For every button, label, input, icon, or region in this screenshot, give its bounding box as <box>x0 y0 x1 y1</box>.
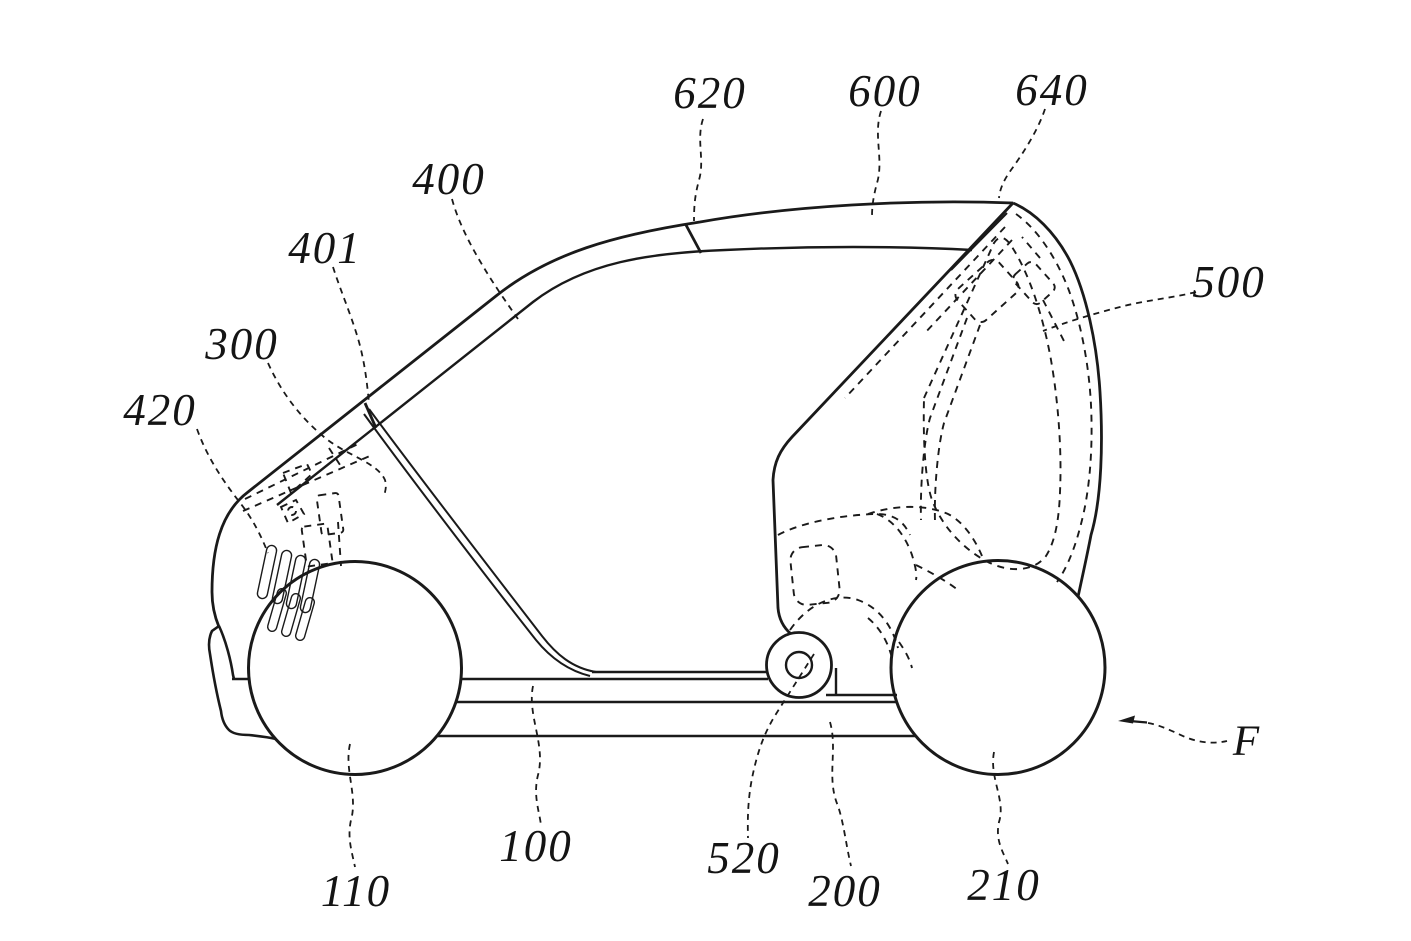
svg-text:420: 420 <box>123 385 197 435</box>
svg-text:F: F <box>1232 718 1261 765</box>
svg-text:300: 300 <box>204 319 279 369</box>
svg-text:520: 520 <box>707 833 781 883</box>
svg-text:210: 210 <box>967 860 1041 910</box>
svg-text:200: 200 <box>808 866 882 916</box>
svg-text:110: 110 <box>321 866 391 916</box>
svg-text:401: 401 <box>288 223 362 273</box>
svg-text:400: 400 <box>412 154 486 204</box>
svg-text:100: 100 <box>499 821 573 871</box>
svg-text:600: 600 <box>848 66 922 116</box>
svg-text:640: 640 <box>1015 65 1089 115</box>
svg-text:620: 620 <box>673 68 747 118</box>
svg-text:500: 500 <box>1192 257 1266 307</box>
